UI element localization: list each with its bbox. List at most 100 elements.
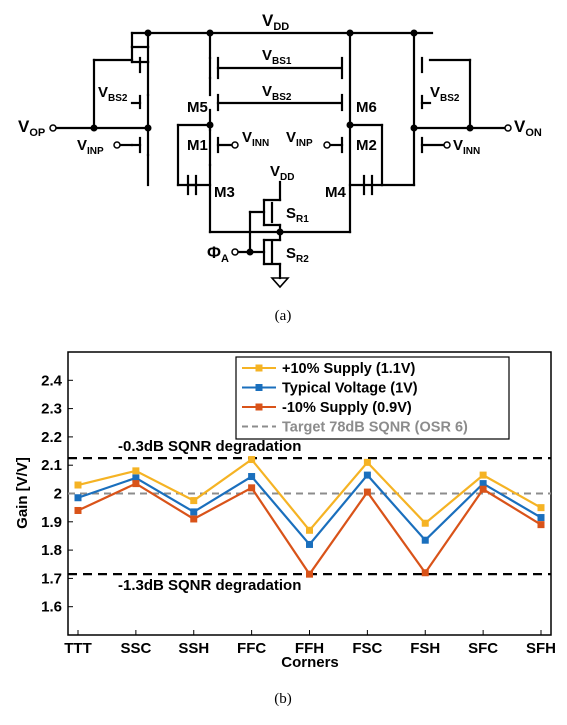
y-axis-ticks: 1.6 1.7 1.8 1.9 2 2.1 2.2 2.3 2.4	[41, 372, 73, 616]
data-point	[421, 536, 429, 544]
data-point	[306, 540, 313, 548]
y-tick-label: 2.4	[41, 372, 63, 389]
x-tick-label: TTT	[64, 640, 92, 657]
y-tick-label: 2.3	[41, 401, 62, 418]
x-tick-label: SSH	[178, 640, 209, 657]
legend: +10% Supply (1.1V) Typical Voltage (1V) -1…	[235, 356, 510, 440]
vinn-right-label: VINN	[453, 137, 480, 157]
x-axis-label: Corners	[281, 654, 339, 671]
y-tick-label: 2.1	[41, 457, 62, 474]
data-point	[248, 473, 256, 481]
von-label: VON	[514, 117, 542, 139]
y-tick-label: 2.2	[41, 429, 62, 446]
m5-label: M5	[187, 99, 208, 116]
vbs2-right-label: VBS2	[430, 84, 460, 104]
data-point	[190, 497, 198, 505]
vdd-switch-label: VDD	[270, 163, 294, 183]
m1-label: M1	[187, 137, 208, 154]
y-tick-label: 2	[54, 486, 62, 503]
svg-text:VBS2: VBS2	[98, 84, 128, 104]
reference-line-label: -1.3dB SQNR degradation	[118, 577, 301, 594]
data-point	[479, 480, 487, 488]
sr2-label: SR2	[286, 245, 309, 265]
right-cascode-branch	[380, 29, 512, 187]
data-point	[132, 480, 140, 488]
data-point	[363, 458, 371, 466]
reference-labels: -0.3dB SQNR degradation -1.3dB SQNR degra…	[118, 438, 301, 594]
data-point	[363, 488, 371, 496]
svg-text:ΦA: ΦA	[207, 243, 229, 265]
x-tick-label: SSC	[120, 640, 151, 657]
vbs1-label: VBS1	[262, 47, 292, 67]
legend-label: Typical Voltage (1V)	[282, 381, 418, 397]
data-point	[74, 481, 82, 489]
data-point	[306, 526, 313, 534]
y-tick-label: 1.6	[41, 599, 62, 616]
data-point	[74, 506, 82, 514]
m2-label: M2	[356, 137, 377, 154]
vinn-m1-label: VINN	[242, 129, 269, 149]
sr1-label: SR1	[286, 205, 309, 225]
svg-text:SR1: SR1	[286, 205, 309, 225]
caption-a: (a)	[275, 308, 292, 324]
x-tick-label: FSH	[410, 640, 440, 657]
data-point	[363, 471, 371, 479]
caption-b: (b)	[274, 691, 292, 707]
vop-label: VOP	[18, 117, 45, 139]
data-point	[248, 484, 256, 492]
svg-text:SR2: SR2	[286, 245, 309, 265]
vinp-left-label: VINP	[77, 137, 104, 157]
x-tick-label: SFC	[468, 640, 498, 657]
m6-label: M6	[356, 99, 377, 116]
m3-label: M3	[214, 184, 235, 201]
svg-text:VBS1: VBS1	[262, 47, 292, 67]
phi-a-label: ΦA	[207, 243, 229, 265]
data-point	[306, 570, 313, 578]
x-tick-label: SFH	[526, 640, 556, 657]
svg-text:VINN: VINN	[453, 137, 480, 157]
data-point	[537, 514, 545, 522]
legend-marker	[255, 384, 263, 391]
vinp-m2-label: VINP	[286, 129, 313, 149]
legend-marker	[255, 364, 263, 372]
svg-text:VDD: VDD	[270, 163, 294, 183]
svg-text:VBS2: VBS2	[262, 83, 292, 103]
vdd-label: VDD	[262, 11, 289, 33]
data-point	[537, 521, 545, 529]
gain-chart: 1.6 1.7 1.8 1.9 2 2.1 2.2 2.3 2.4 TTT SSC SSH FFC FF…	[14, 351, 556, 707]
vbs2-mid-label: VBS2	[262, 83, 292, 103]
data-point	[132, 467, 140, 475]
data-point	[479, 485, 487, 493]
legend-label: Target 78dB SQNR (OSR 6)	[282, 420, 468, 436]
svg-text:VOP: VOP	[18, 117, 45, 139]
x-tick-label: FFC	[237, 640, 266, 657]
x-tick-label: FFH	[295, 640, 324, 657]
data-point	[421, 569, 429, 577]
reference-line-label: -0.3dB SQNR degradation	[118, 438, 301, 455]
y-tick-label: 1.7	[41, 570, 62, 587]
m4-label: M4	[325, 184, 346, 201]
svg-text:VINP: VINP	[77, 137, 104, 157]
circuit-schematic: VDD	[18, 11, 542, 324]
legend-label: -10% Supply (0.9V)	[282, 400, 412, 416]
svg-text:VON: VON	[514, 117, 542, 139]
y-tick-label: 1.9	[41, 514, 62, 531]
legend-label: +10% Supply (1.1V)	[282, 361, 416, 377]
data-point	[190, 508, 198, 516]
svg-text:VINP: VINP	[286, 129, 313, 149]
data-point	[537, 504, 545, 512]
legend-box	[235, 356, 510, 440]
data-point	[190, 515, 198, 523]
data-point	[421, 519, 429, 527]
data-point	[479, 471, 487, 479]
m6-branch	[323, 29, 384, 234]
y-tick-label: 1.8	[41, 542, 62, 559]
vbs2-left-label: VBS2	[98, 84, 128, 104]
x-axis-ticks: TTT SSC SSH FFC FFH FSC FSH SFC SFH	[64, 630, 556, 657]
svg-text:VINN: VINN	[242, 129, 269, 149]
svg-text:VBS2: VBS2	[430, 84, 460, 104]
legend-marker	[255, 403, 263, 411]
x-tick-label: FSC	[352, 640, 382, 657]
reset-switches	[231, 180, 290, 289]
